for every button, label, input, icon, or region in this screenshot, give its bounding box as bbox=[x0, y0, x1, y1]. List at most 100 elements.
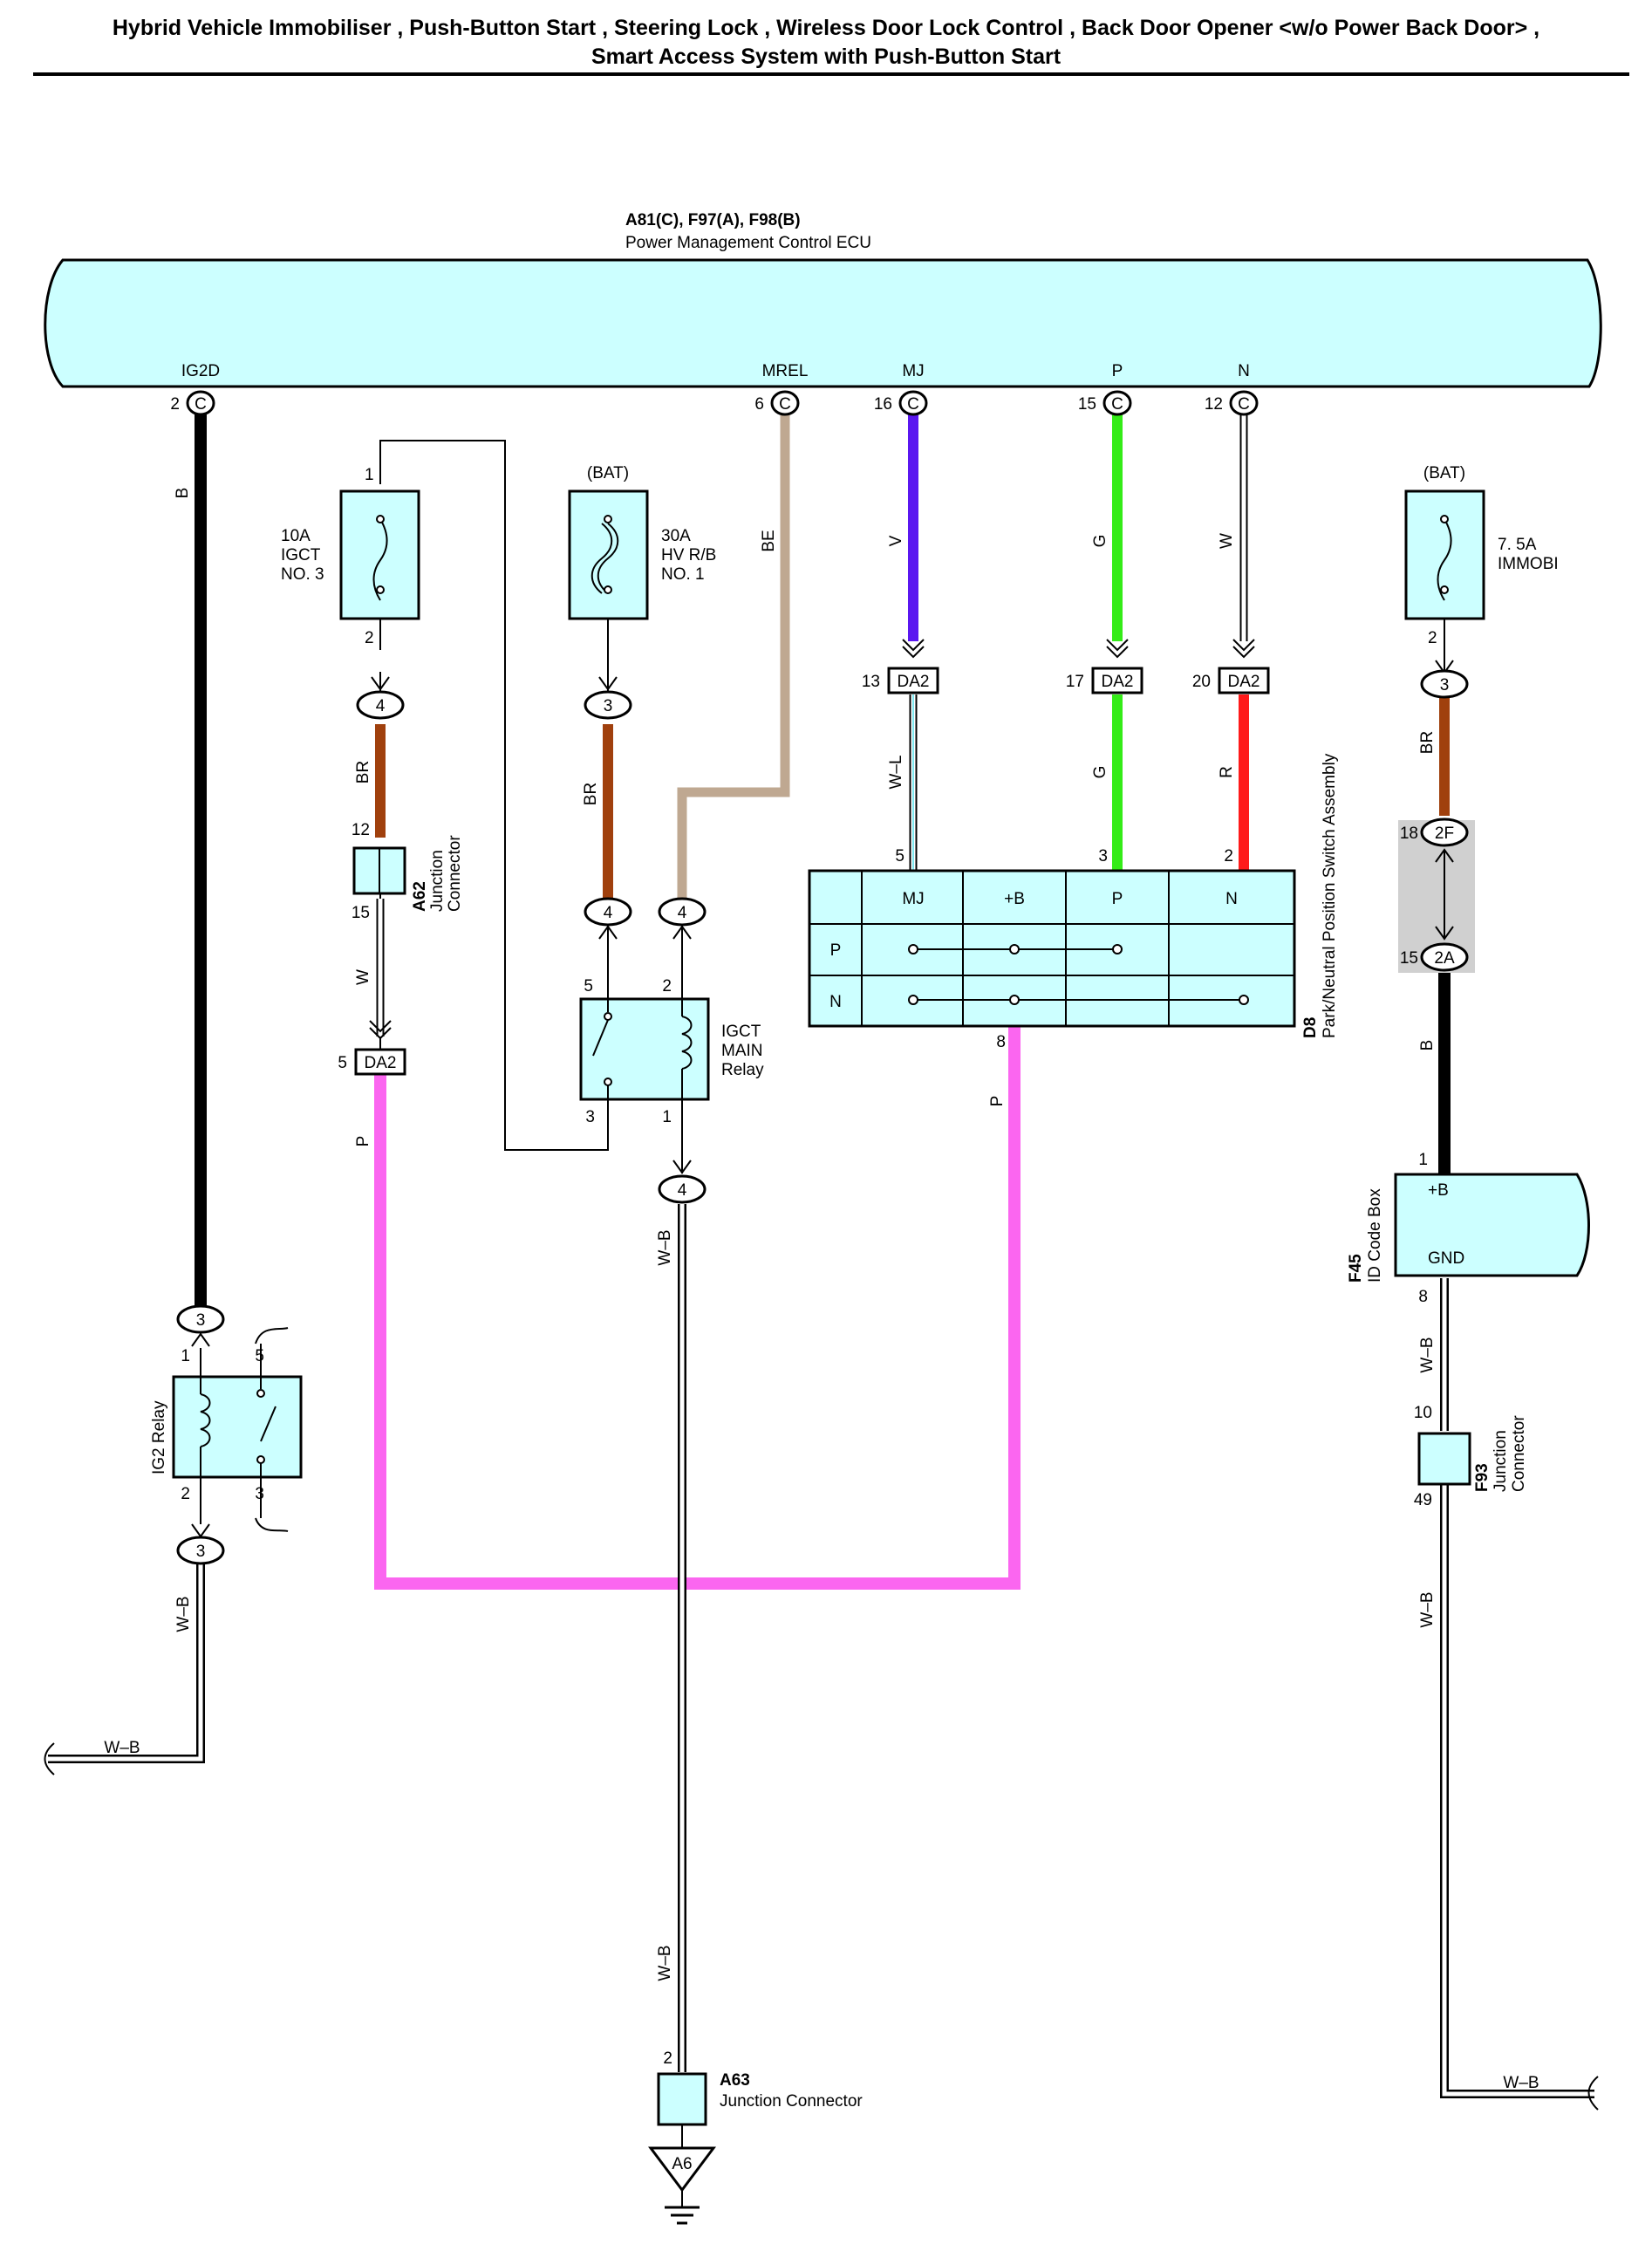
svg-text:NO. 1: NO. 1 bbox=[661, 565, 705, 584]
junction-relay-out: 4 bbox=[658, 1160, 707, 1204]
pin-label-p: P bbox=[1112, 362, 1123, 380]
pin-label-n: N bbox=[1238, 362, 1250, 380]
wire-label-da2-left: P bbox=[354, 1136, 372, 1147]
svg-text:Junction: Junction bbox=[1492, 1430, 1510, 1492]
svg-text:2: 2 bbox=[365, 629, 374, 647]
svg-text:2: 2 bbox=[663, 2049, 672, 2068]
wire-f93-wb bbox=[1440, 1485, 1594, 2098]
wire-label-d8-out: P bbox=[988, 1096, 1007, 1107]
svg-text:3: 3 bbox=[196, 1543, 206, 1561]
wire-label-mj: V bbox=[887, 535, 905, 546]
svg-text:1: 1 bbox=[365, 466, 374, 484]
wire-label-ig2d: B bbox=[174, 488, 192, 499]
svg-text:8: 8 bbox=[1418, 1288, 1428, 1306]
svg-text:C: C bbox=[195, 395, 207, 414]
pin-label-mj: MJ bbox=[902, 362, 924, 380]
junction-igct: 4 bbox=[356, 676, 405, 720]
junction-immobi: 3 bbox=[1420, 660, 1469, 699]
wire-label-n-lower: R bbox=[1218, 766, 1236, 778]
title-line-2: Smart Access System with Push-Button Sta… bbox=[591, 44, 1062, 69]
svg-text:Junction: Junction bbox=[428, 850, 447, 912]
svg-text:D8: D8 bbox=[1301, 1017, 1320, 1038]
f45-id-code-box: +B GND 1 8 F45 ID Code Box bbox=[1347, 1151, 1590, 1306]
pin-label-ig2d: IG2D bbox=[181, 362, 220, 380]
svg-text:20: 20 bbox=[1192, 673, 1211, 691]
wire-label-mj-lower: W–L bbox=[887, 755, 905, 789]
junction-hv: 3 bbox=[584, 676, 632, 720]
svg-text:C: C bbox=[779, 395, 791, 414]
svg-text:C: C bbox=[1238, 395, 1250, 414]
igct-main-relay: IGCT MAIN Relay 5 2 3 1 bbox=[579, 977, 764, 1126]
svg-text:DA2: DA2 bbox=[898, 673, 930, 691]
svg-text:+B: +B bbox=[1004, 890, 1025, 908]
svg-text:A62: A62 bbox=[411, 881, 429, 912]
svg-text:Park/Neutral Position Switch A: Park/Neutral Position Switch Assembly bbox=[1321, 753, 1339, 1038]
svg-text:5: 5 bbox=[895, 847, 905, 866]
pin-label-mrel: MREL bbox=[762, 362, 809, 380]
svg-text:5: 5 bbox=[255, 1347, 264, 1365]
a62-junction-connector: 12 15 A62 Junction Connector bbox=[352, 821, 464, 922]
svg-text:10: 10 bbox=[1414, 1404, 1432, 1422]
svg-text:3: 3 bbox=[1098, 847, 1108, 866]
svg-text:6: 6 bbox=[754, 395, 764, 414]
svg-text:DA2: DA2 bbox=[1228, 673, 1260, 691]
da2-p: DA2 17 bbox=[1066, 639, 1143, 694]
wire-label-igct-br: BR bbox=[354, 761, 372, 783]
svg-text:A63: A63 bbox=[720, 2071, 750, 2090]
svg-text:DA2: DA2 bbox=[1102, 673, 1134, 691]
svg-text:IG2 Relay: IG2 Relay bbox=[150, 1400, 168, 1474]
wire-label-a62-w: W bbox=[354, 969, 372, 985]
ecu-pin-ig2d: C 2 bbox=[170, 390, 215, 416]
svg-text:7. 5A: 7. 5A bbox=[1498, 536, 1537, 554]
svg-text:3: 3 bbox=[1440, 676, 1450, 694]
svg-text:15: 15 bbox=[1400, 949, 1418, 968]
svg-text:13: 13 bbox=[862, 673, 880, 691]
wire-label-f45-wb: W–B bbox=[1418, 1337, 1437, 1372]
svg-text:8: 8 bbox=[996, 1033, 1006, 1051]
svg-text:IGCT: IGCT bbox=[281, 546, 321, 564]
svg-text:4: 4 bbox=[604, 904, 613, 922]
d8-park-neutral-switch: MJ +B P N P N 5 3 2 8 D8 Park/Neutral Po… bbox=[808, 753, 1339, 1051]
svg-text:Relay: Relay bbox=[721, 1061, 764, 1079]
wire-label-conn-b: B bbox=[1418, 1040, 1437, 1051]
wire-label-hv-br: BR bbox=[582, 783, 600, 805]
svg-text:IMMOBI: IMMOBI bbox=[1498, 555, 1559, 573]
svg-text:N: N bbox=[1225, 890, 1238, 908]
wire-label-immobi-br: BR bbox=[1418, 731, 1437, 754]
svg-text:Junction Connector: Junction Connector bbox=[720, 2092, 863, 2111]
svg-text:3: 3 bbox=[604, 697, 613, 715]
svg-text:(BAT): (BAT) bbox=[587, 464, 629, 482]
fuse-igct: 10A IGCT NO. 3 1 2 bbox=[281, 466, 420, 650]
junction-ig2-top: 3 bbox=[176, 1304, 225, 1347]
da2-mj: DA2 13 bbox=[862, 639, 939, 694]
wire-label-ig2-horiz: W–B bbox=[104, 1739, 140, 1757]
ecu-pin-p: C 15 bbox=[1078, 390, 1132, 416]
wire-mrel bbox=[677, 410, 790, 899]
svg-text:5: 5 bbox=[584, 977, 593, 996]
svg-text:HV R/B: HV R/B bbox=[661, 546, 716, 564]
svg-text:3: 3 bbox=[255, 1485, 264, 1503]
wire-label-a63-wb: W–B bbox=[656, 1945, 674, 1981]
svg-text:+B: +B bbox=[1428, 1181, 1449, 1200]
svg-text:30A: 30A bbox=[661, 527, 691, 545]
svg-text:P: P bbox=[1112, 890, 1123, 908]
break-mark-left bbox=[44, 1742, 55, 1775]
wire-ig2-wb bbox=[48, 1563, 205, 1763]
wire-label-f93-wb: W–B bbox=[1418, 1591, 1437, 1627]
svg-text:NO. 3: NO. 3 bbox=[281, 565, 324, 584]
svg-text:1: 1 bbox=[662, 1108, 672, 1126]
svg-text:2A: 2A bbox=[1434, 949, 1455, 968]
ground-a6: A6 bbox=[648, 2146, 716, 2225]
svg-text:F45: F45 bbox=[1347, 1254, 1365, 1283]
svg-text:MAIN: MAIN bbox=[721, 1042, 763, 1060]
svg-text:1: 1 bbox=[1418, 1151, 1428, 1169]
ecu-name: Power Management Control ECU bbox=[625, 234, 871, 252]
da2-left: DA2 5 bbox=[338, 1020, 406, 1076]
svg-text:4: 4 bbox=[376, 697, 386, 715]
ecu-ids: A81(C), F97(A), F98(B) bbox=[625, 211, 801, 229]
svg-text:49: 49 bbox=[1414, 1491, 1432, 1509]
wire-label-ig2-wb: W–B bbox=[174, 1596, 193, 1632]
svg-text:15: 15 bbox=[1078, 395, 1096, 414]
wire-igct-loop bbox=[379, 440, 609, 1151]
